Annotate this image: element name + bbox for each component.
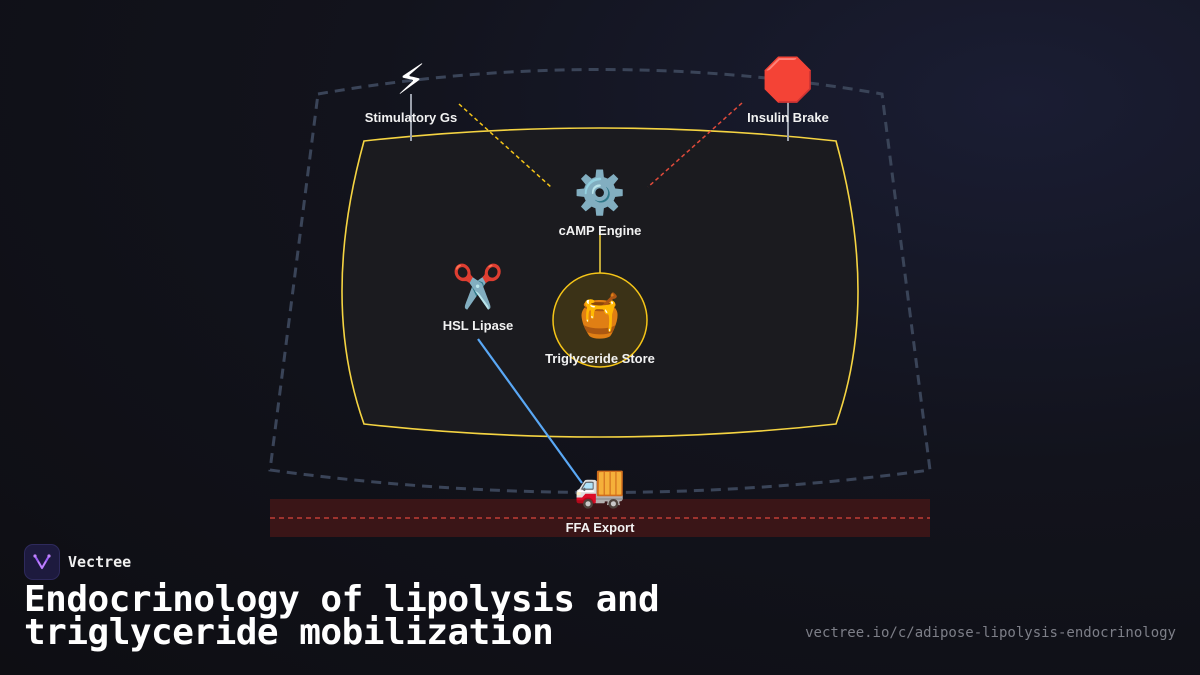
scissors-icon: ✂️ — [451, 262, 505, 311]
lightning-icon: ⚡ — [396, 55, 426, 104]
stimulatory-gs-label: Stimulatory Gs — [364, 110, 458, 125]
triglyceride-store-label: Triglyceride Store — [545, 351, 655, 366]
stop-sign-icon: 🛑 — [761, 55, 815, 104]
delivery-truck-icon: 🚚 — [573, 461, 627, 510]
honey-pot-icon: 🍯 — [573, 291, 627, 340]
ffa-export-label: FFA Export — [565, 520, 635, 535]
hsl-to-ffa-link — [477, 338, 583, 484]
source-url[interactable]: vectree.io/c/adipose-lipolysis-endocrino… — [805, 625, 1176, 641]
camp-engine-label: cAMP Engine — [558, 223, 642, 238]
brand-name: Vectree — [68, 553, 132, 571]
vectree-logo-icon — [24, 544, 60, 580]
outer-boundary — [268, 68, 932, 494]
insulin-to-camp-link — [647, 102, 743, 188]
hsl-lipase-label: HSL Lipase — [442, 318, 514, 333]
brand: Vectree — [24, 544, 131, 580]
page-title: Endocrinology of lipolysis and triglycer… — [24, 579, 660, 653]
insulin-brake-label: Insulin Brake — [747, 110, 829, 125]
triglyceride-store-circle — [552, 272, 648, 368]
gear-icon: ⚙️ — [573, 168, 627, 217]
